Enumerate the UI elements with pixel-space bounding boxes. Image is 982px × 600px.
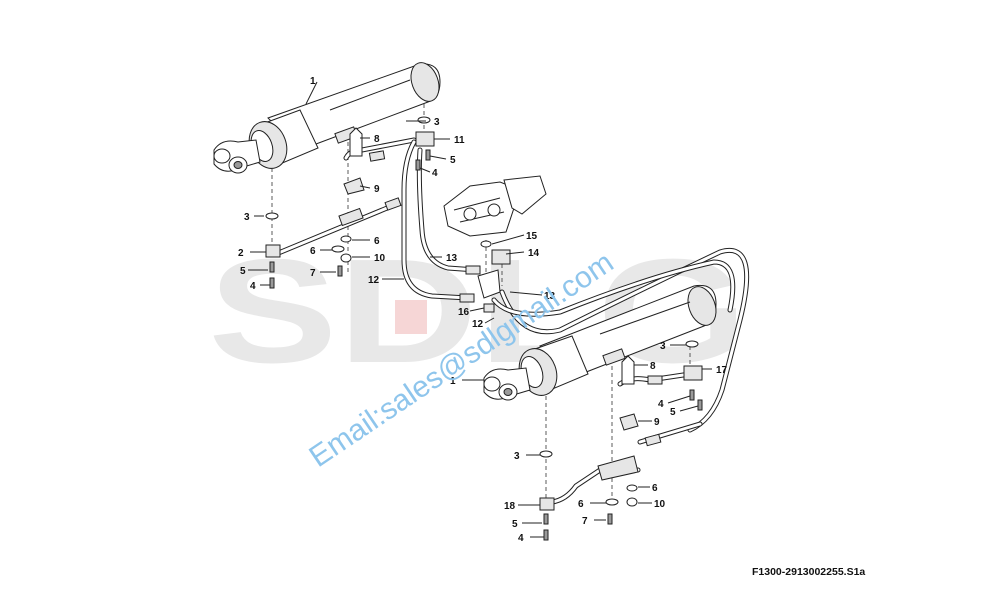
part-label-l2: 2 [238, 248, 244, 259]
part-label-l16: 16 [458, 307, 470, 318]
part-label-l3c: 3 [660, 341, 666, 352]
part-label-l13b: 13 [544, 291, 556, 302]
upper-cylinder [213, 62, 441, 174]
part-label-l8b: 8 [650, 361, 656, 372]
part-label-l12a: 12 [368, 275, 380, 286]
part-label-l7a: 7 [310, 268, 316, 279]
part-label-l1a: 1 [310, 76, 316, 87]
part-label-l12b: 12 [472, 319, 484, 330]
watermark-logo-accent [395, 300, 427, 334]
part-label-l4b: 4 [250, 281, 256, 292]
drawing-reference-code: F1300-2913002255.S1a [752, 566, 865, 578]
part-label-l9b: 9 [654, 417, 660, 428]
part-label-l4a: 4 [432, 168, 438, 179]
part-label-l4c: 4 [658, 399, 664, 410]
part-label-l1b: 1 [450, 376, 456, 387]
part-label-l10a: 10 [374, 253, 386, 264]
part-label-l7b: 7 [582, 516, 588, 527]
part-label-l5d: 5 [512, 519, 518, 530]
part-label-l9a: 9 [374, 184, 380, 195]
part-label-l15: 15 [526, 231, 538, 242]
lower-cylinder [483, 284, 717, 401]
part-label-l18: 18 [504, 501, 516, 512]
part-label-l10b: 10 [654, 499, 666, 510]
part-label-l17: 17 [716, 365, 728, 376]
part-label-l5a: 5 [450, 155, 456, 166]
part-label-l6c: 6 [652, 483, 658, 494]
part-label-l3b: 3 [244, 212, 250, 223]
lower-hoses [491, 248, 750, 433]
part-label-l14: 14 [528, 248, 540, 259]
part-label-l8a: 8 [374, 134, 380, 145]
leader-lines [248, 81, 712, 538]
part-label-l5c: 5 [670, 407, 676, 418]
part-label-l4d: 4 [518, 533, 524, 544]
control-valve [443, 175, 547, 313]
part-label-l6b: 6 [310, 246, 316, 257]
part-label-l3d: 3 [514, 451, 520, 462]
part-label-l13a: 13 [446, 253, 458, 264]
part-label-l5b: 5 [240, 266, 246, 277]
part-label-l6d: 6 [578, 499, 584, 510]
part-label-l3a: 3 [434, 117, 440, 128]
part-label-l6a: 6 [374, 236, 380, 247]
part-label-l11: 11 [454, 135, 465, 146]
lower-hardware [539, 340, 703, 541]
